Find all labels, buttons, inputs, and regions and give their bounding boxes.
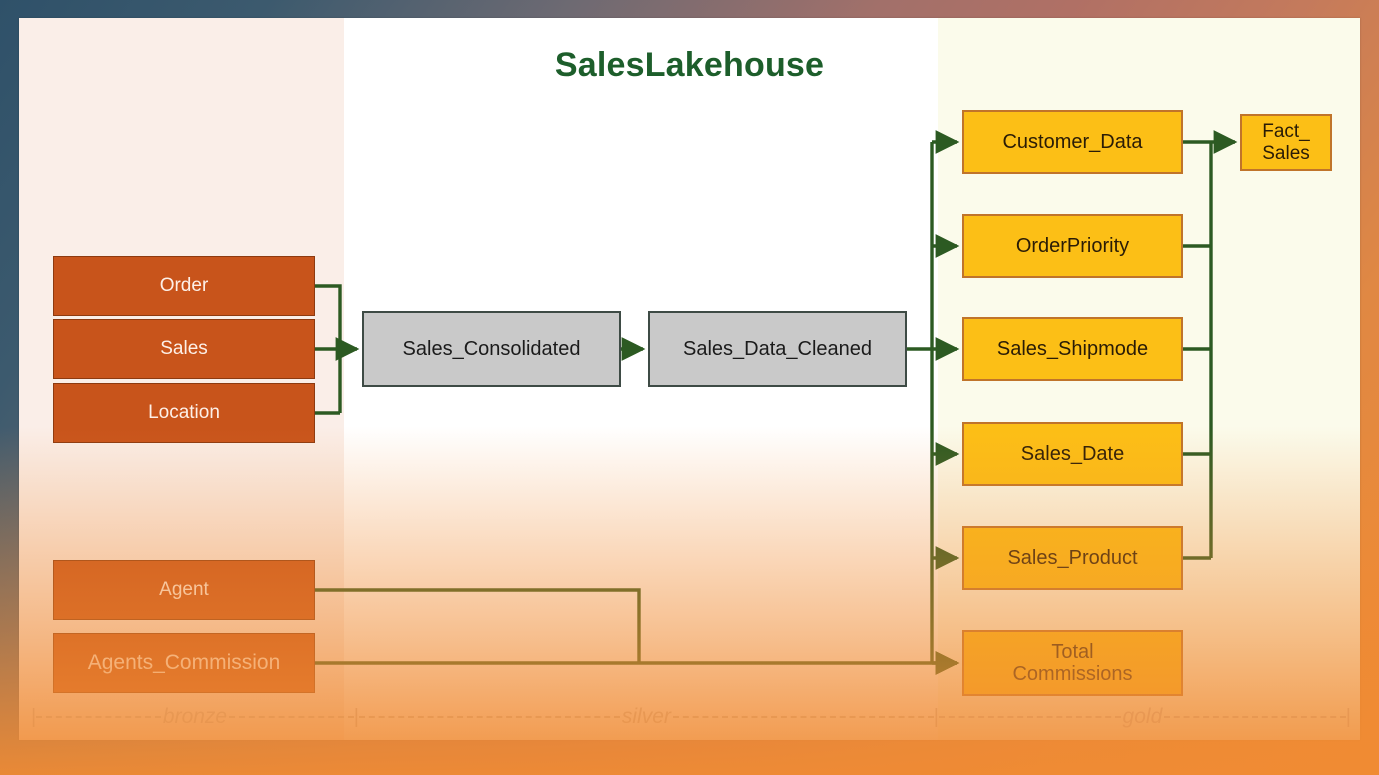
node-location[interactable]: Location <box>53 383 315 443</box>
node-total-commissions[interactable]: Total Commissions <box>962 630 1183 696</box>
node-agents-commission[interactable]: Agents_Commission <box>53 633 315 693</box>
node-total-commissions-line2: Commissions <box>1012 663 1133 685</box>
ruler-silver-dash-right <box>672 716 934 718</box>
ruler-bronze-label: bronze <box>162 705 228 728</box>
node-sales-data-cleaned[interactable]: Sales_Data_Cleaned <box>648 311 907 387</box>
node-sales[interactable]: Sales <box>53 319 315 379</box>
node-customer-data[interactable]: Customer_Data <box>962 110 1183 174</box>
ruler-bronze-cap-left: | <box>31 706 37 728</box>
ruler-gold-dash-left <box>939 716 1121 718</box>
ruler-bronze-cap-right: | <box>353 706 359 728</box>
ruler-bronze-dash-left <box>36 716 161 718</box>
diagram-title: SalesLakehouse <box>554 46 825 84</box>
node-sales-date[interactable]: Sales_Date <box>962 422 1183 486</box>
ruler-bronze-dash-right <box>229 716 354 718</box>
ruler-silver-cap-right: | <box>933 706 939 728</box>
ruler-gold-cap-right: | <box>1345 706 1351 728</box>
ruler-gold-label: gold <box>1122 705 1163 728</box>
ruler-bronze: | bronze | <box>31 702 359 732</box>
ruler-gold: gold | <box>939 702 1351 732</box>
node-sales-product[interactable]: Sales_Product <box>962 526 1183 590</box>
zone-bronze <box>19 18 344 740</box>
ruler-silver: silver | <box>359 702 939 732</box>
node-agent[interactable]: Agent <box>53 560 315 620</box>
node-fact-sales-line1: Fact_ <box>1262 121 1310 143</box>
node-fact-sales-line2: Sales <box>1262 142 1310 164</box>
node-order-priority[interactable]: OrderPriority <box>962 214 1183 278</box>
ruler-silver-label: silver <box>621 705 671 728</box>
node-order[interactable]: Order <box>53 256 315 316</box>
node-sales-shipmode[interactable]: Sales_Shipmode <box>962 317 1183 381</box>
diagram-canvas: SalesLakehouse <box>19 18 1360 740</box>
node-sales-consolidated[interactable]: Sales_Consolidated <box>362 311 621 387</box>
node-fact-sales[interactable]: Fact_ Sales <box>1240 114 1332 171</box>
ruler-gold-dash-right <box>1164 716 1346 718</box>
node-total-commissions-line1: Total <box>1051 640 1094 663</box>
ruler-silver-dash-left <box>359 716 620 718</box>
